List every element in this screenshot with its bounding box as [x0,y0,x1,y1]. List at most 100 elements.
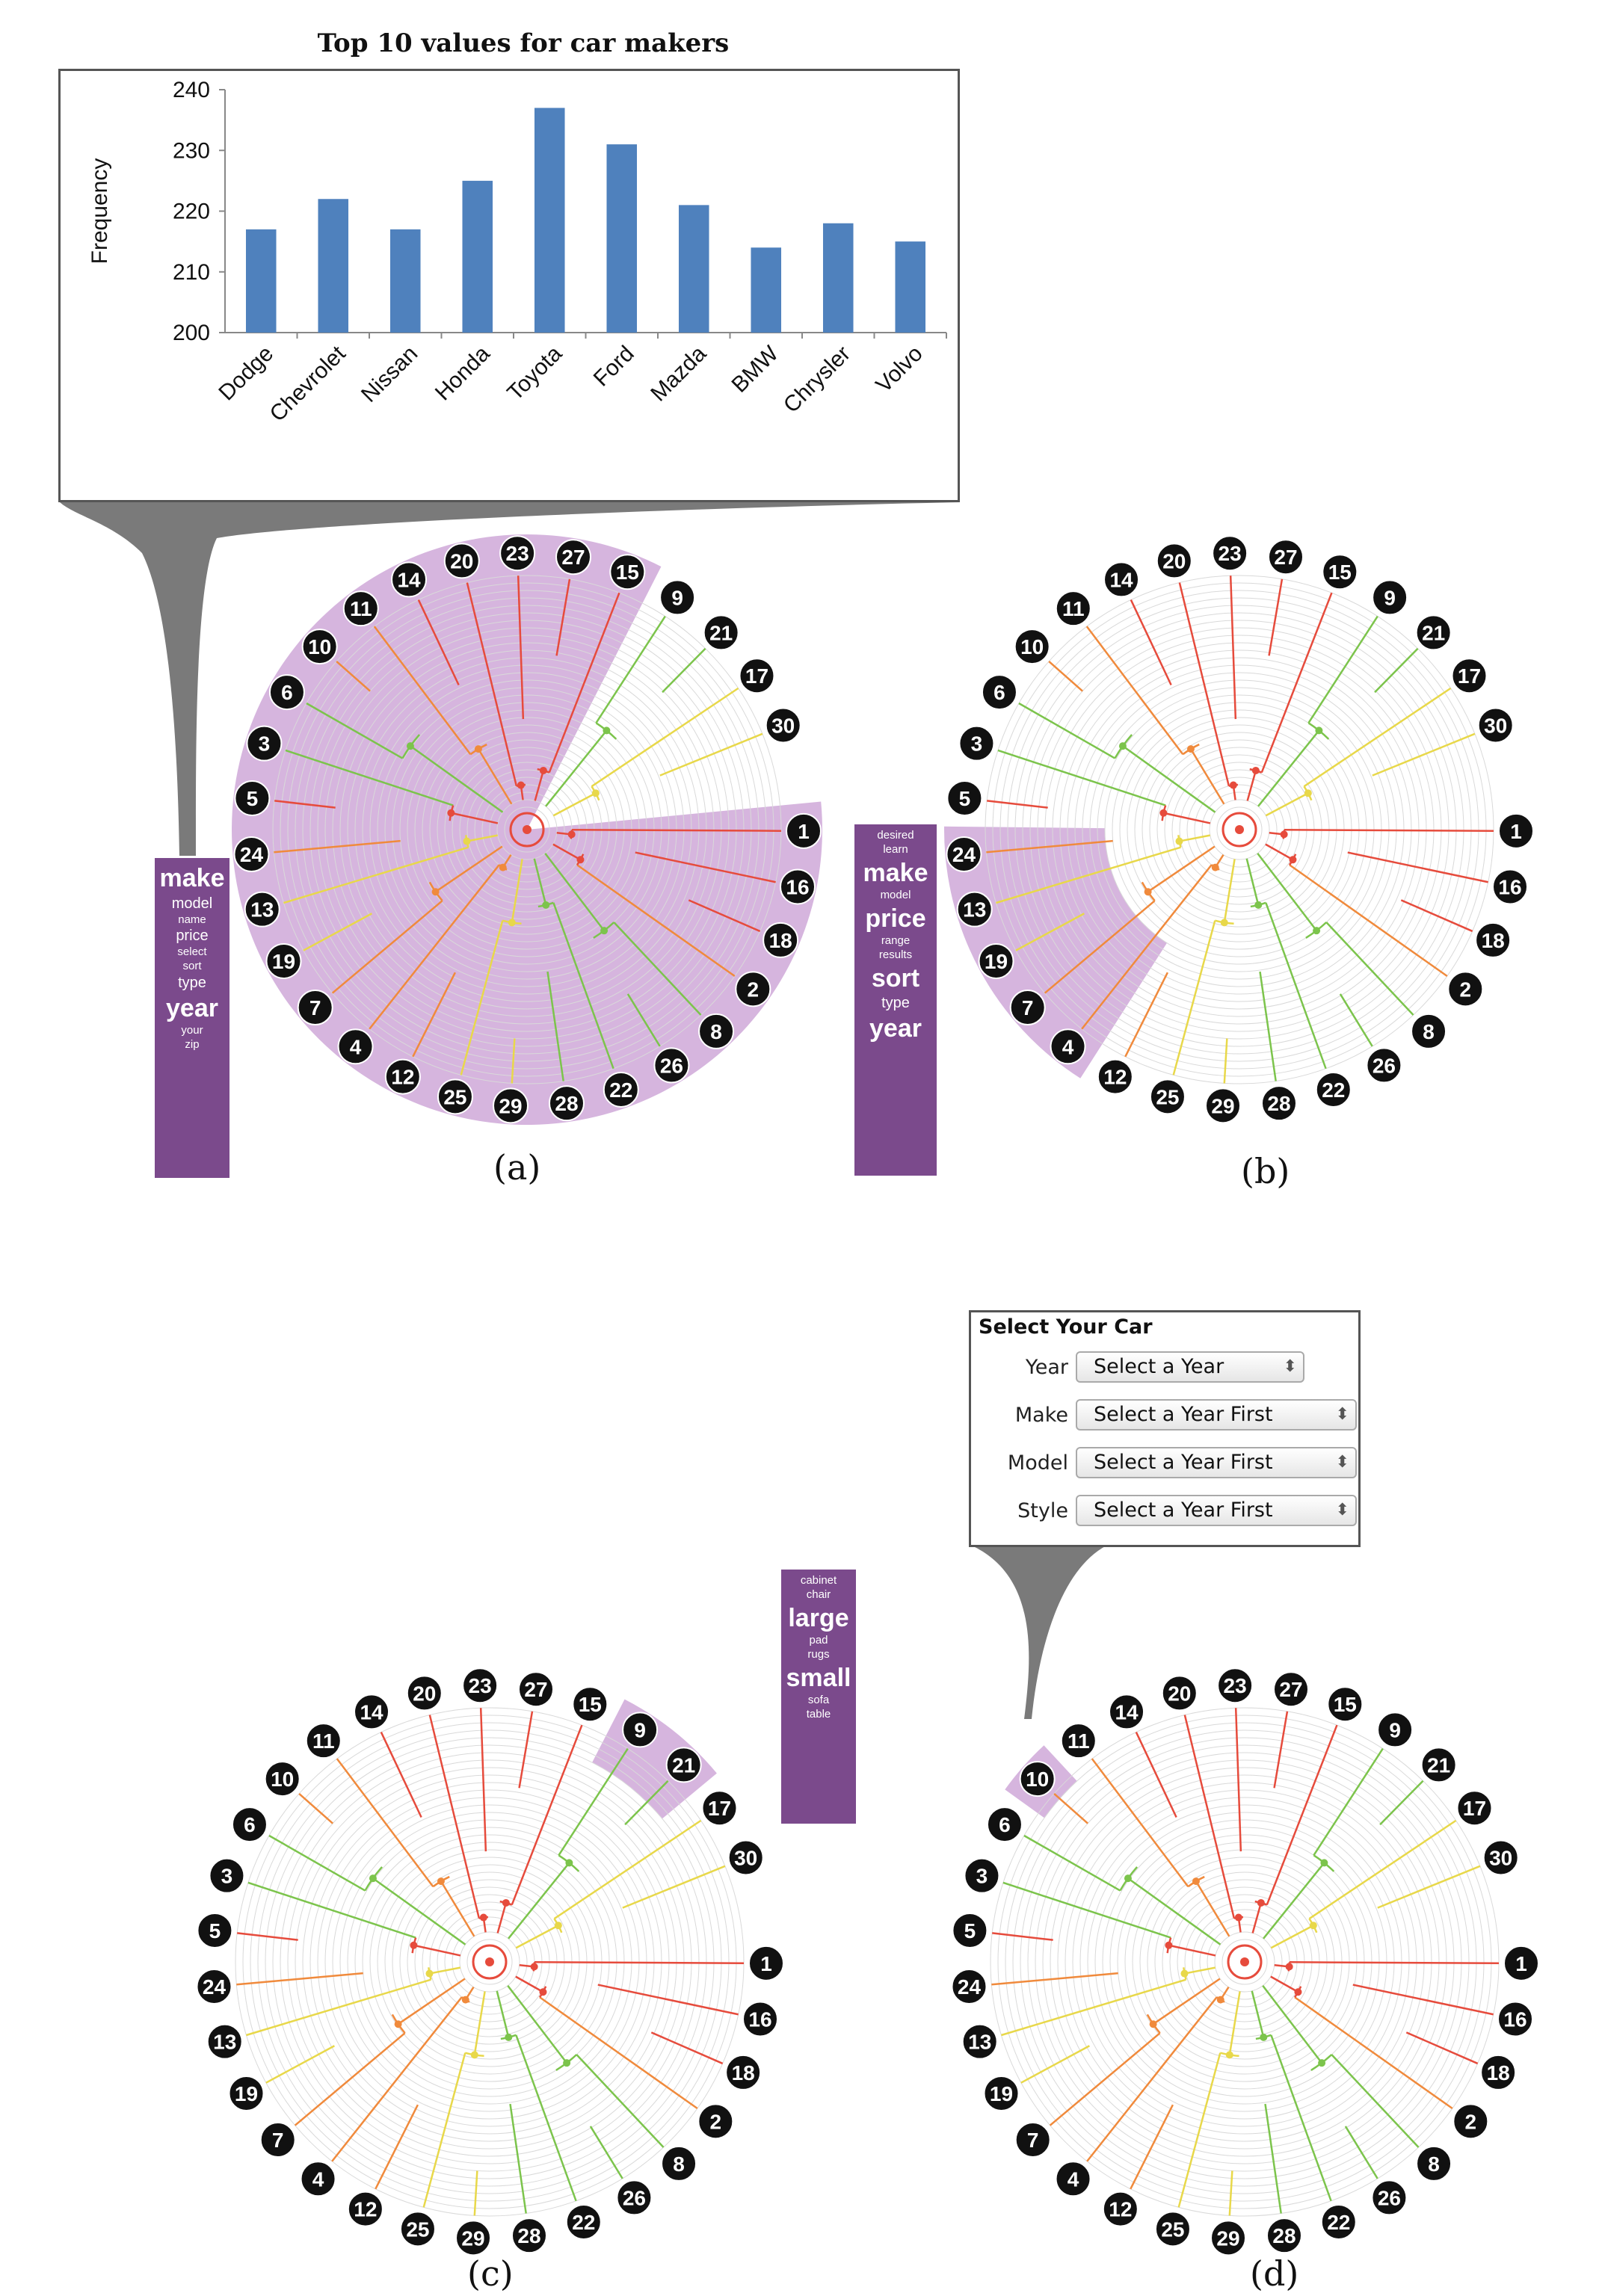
node [1175,837,1183,845]
leaf-label: 8 [1423,1020,1435,1043]
leaf-node [956,891,993,928]
node [1313,927,1321,935]
leaf-node [1371,2179,1408,2216]
root-ring [1227,1944,1263,1980]
branch [597,1984,739,2016]
leaf-node [978,942,1014,979]
x-tick-label: Chevrolet [265,341,351,427]
branch [1270,1975,1299,1993]
x-tick-label: Volvo [871,342,927,398]
branch [986,839,1113,854]
model-select-arrows-icon: ⬍ [1335,1453,1349,1472]
branch [237,1932,298,1941]
branch [294,2032,406,2126]
leaf-label: 3 [976,1865,988,1888]
branch [595,615,666,723]
node [554,1922,562,1930]
leaf-node [725,2054,762,2090]
node [603,726,611,735]
leaf-label: 8 [673,2152,685,2176]
branch [372,1877,466,1945]
node [1320,1859,1328,1867]
node [447,809,455,817]
branch [466,834,498,842]
panel-label-b: (b) [1241,1151,1290,1191]
leaf-label: 11 [1068,1729,1090,1753]
branch [274,839,401,854]
leaf-label: 27 [561,546,585,569]
leaf-label: 9 [1389,1718,1401,1741]
x-tick-label: Ford [589,342,639,392]
style-select-arrows-icon: ⬍ [1335,1501,1349,1519]
leaf-label: 25 [406,2218,429,2241]
leaf-label: 3 [259,732,271,756]
node [539,1988,547,1996]
guide-ring [302,605,752,1055]
leaf-label: 15 [579,1693,602,1716]
bar-dodge [245,229,277,333]
guide-ring [280,1752,700,2172]
branch [591,687,739,788]
branch [624,1780,669,1826]
leaf-label: 26 [1378,2186,1401,2209]
guide-ring [1020,1737,1470,2187]
node [563,2059,571,2067]
branch [1263,1862,1325,1939]
x-tick-label: Chrysler [779,342,855,418]
branch [413,1944,461,1957]
branch [650,2031,724,2065]
guide-ring [1050,1767,1440,2157]
guide-ring [997,1715,1492,2209]
node [508,919,516,927]
leaf-label: 22 [572,2211,595,2234]
branch [576,864,736,978]
guide-ring [459,1931,520,1993]
guide-ring [481,784,573,875]
leaf-label: 12 [1103,1066,1127,1089]
leaf-label: 30 [771,714,795,737]
leaf-node [196,1968,232,2005]
leaf-node [1103,561,1140,598]
year-select[interactable]: Select a Year⬍ [1076,1351,1304,1383]
node [1165,1941,1173,1949]
leaf-label: 5 [964,1919,976,1942]
leaf-node [701,1790,738,1827]
leaf-node [1097,1058,1133,1095]
branch [1147,845,1216,893]
leaf-node [964,1857,1000,1894]
leaf-label: 24 [203,1975,227,1999]
branch [1044,900,1156,994]
leaf-node [946,836,982,872]
leaf-label: 10 [1026,1768,1049,1791]
x-tick-label: Nissan [357,342,422,407]
leaf-node [1452,2103,1489,2140]
leaf-label: 6 [281,681,293,704]
style-select[interactable]: Select a Year First⬍ [1076,1495,1357,1526]
branch [1183,1715,1236,1919]
panel-label-d: (d) [1250,2253,1299,2294]
leaf-label: 18 [1482,929,1505,952]
node [502,1898,510,1907]
bar-ford [606,144,638,333]
leaf-label: 13 [250,898,274,922]
leaf-node [1055,2161,1091,2197]
branch [1265,792,1309,817]
root-node [1240,1957,1249,1966]
branch [466,582,518,786]
leaf-label: 1 [1510,820,1522,843]
branch [1122,745,1216,813]
guide-ring [444,1916,535,2008]
make-select[interactable]: Select a Year First⬍ [1076,1399,1357,1431]
leaf-node [981,674,1017,711]
model-select[interactable]: Select a Year First⬍ [1076,1447,1357,1478]
branch [473,1991,486,2055]
branch [518,1711,534,1789]
leaf-node [1480,2054,1517,2090]
branch [1049,2032,1161,2126]
leaf-label: 30 [734,1846,757,1869]
node [463,837,471,845]
branch [1085,626,1184,756]
guide-ring [1005,1722,1485,2202]
leaf-label: 5 [247,787,259,810]
